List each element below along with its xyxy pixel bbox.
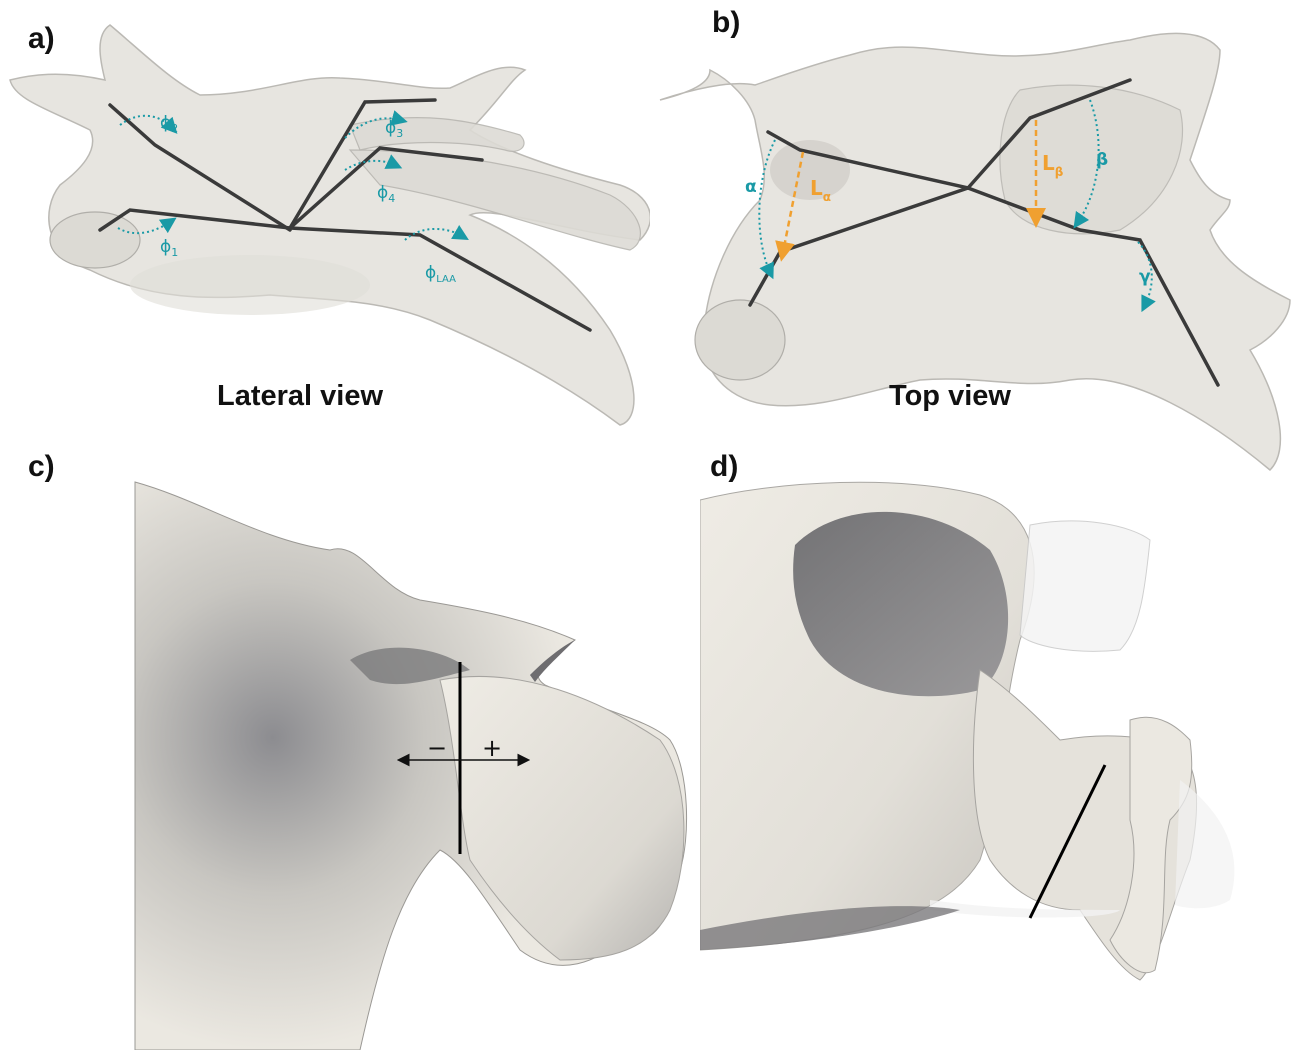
phi1-label: ϕ1	[160, 237, 178, 259]
device-fit-surface	[700, 481, 1235, 981]
centerlines	[98, 98, 592, 332]
phi2-label: ϕ2	[160, 113, 178, 135]
phi-laa-label: ϕLAA	[425, 263, 456, 285]
top-view-caption: Top view	[889, 380, 1011, 412]
gamma-label: γ	[1139, 267, 1151, 287]
panel-label-b: b)	[712, 6, 741, 39]
ostium-line-d	[1028, 764, 1107, 919]
panel-c: c) − +	[0, 440, 700, 1050]
panel-label-d: d)	[710, 450, 739, 483]
beta-label: β	[1096, 150, 1108, 170]
plus-sign: +	[482, 734, 502, 762]
phi4-label: ϕ4	[377, 183, 395, 205]
laa-ostium-surface: − +	[134, 481, 688, 1050]
lateral-view-caption: Lateral view	[216, 380, 384, 412]
lateral-view-mesh: ϕ2 ϕ1 ϕ3 ϕ4 ϕLAA	[9, 24, 651, 426]
minus-sign: −	[427, 734, 447, 762]
alpha-label: α	[745, 177, 757, 197]
angle-arcs	[117, 110, 469, 241]
panel-b: α β γ Lα Lβ b) Top view	[650, 0, 1300, 480]
phi3-label: ϕ3	[385, 118, 403, 140]
panel-label-c: c)	[28, 450, 55, 483]
top-view-mesh: α β γ Lα Lβ	[659, 32, 1291, 472]
panel-d: d)	[700, 440, 1300, 1050]
l-beta-label: Lβ	[1042, 151, 1064, 179]
panel-a: ϕ2 ϕ1 ϕ3 ϕ4 ϕLAA a) Lateral view	[0, 0, 651, 430]
l-alpha-label: Lα	[810, 176, 831, 204]
panel-label-a: a)	[28, 22, 55, 55]
